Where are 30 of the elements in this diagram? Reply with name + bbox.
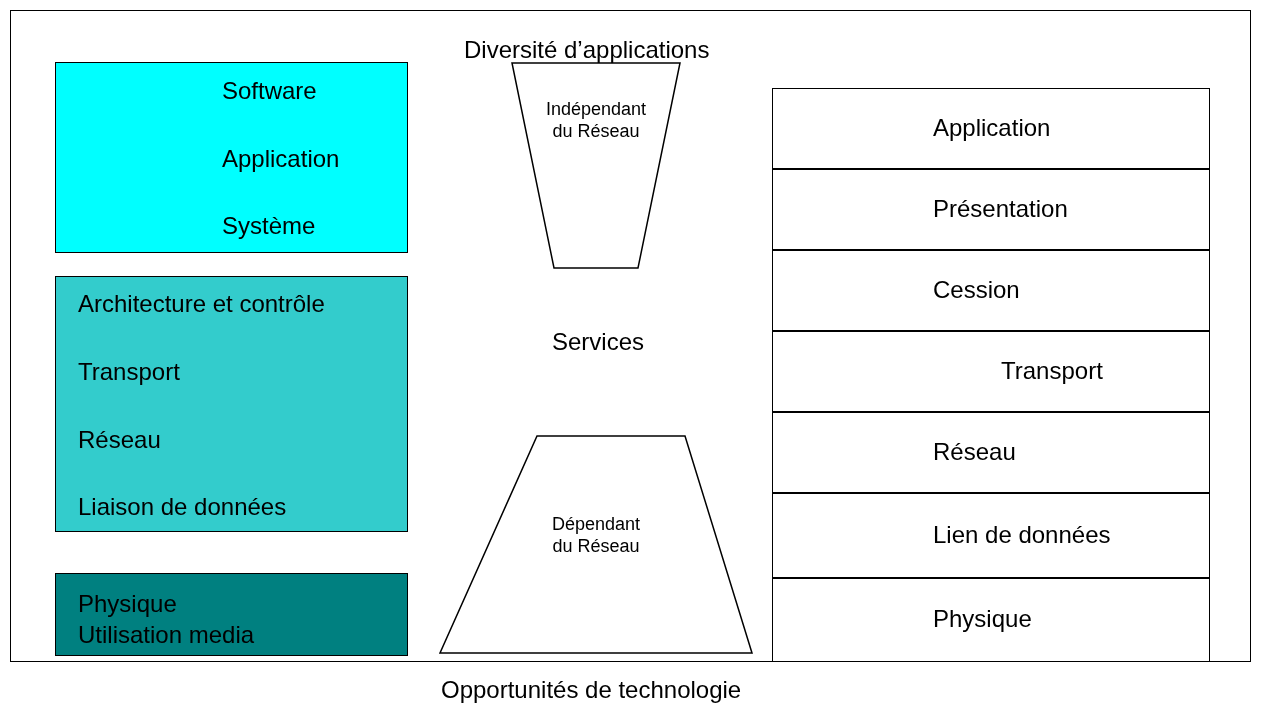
layer-label: Software	[222, 77, 317, 105]
layer-label: Lien de données	[933, 520, 1111, 549]
layer-box	[55, 62, 408, 253]
layer-label: Réseau	[933, 437, 1016, 466]
layer-label: Cession	[933, 275, 1020, 304]
layer-label: Réseau	[78, 426, 161, 454]
layer-box	[55, 573, 408, 656]
layer-label: Architecture et contrôle	[78, 290, 325, 318]
layer-label: Physique	[78, 590, 177, 618]
layer-label: Application	[933, 113, 1051, 142]
layer-box	[55, 276, 408, 532]
layer-row	[772, 493, 1210, 578]
layer-label: Utilisation media	[78, 621, 255, 649]
layer-label: Système	[222, 212, 316, 240]
diagram-label: Services	[552, 328, 645, 356]
trapezoid-label: Indépendant du Réseau	[544, 98, 648, 142]
layer-row	[772, 169, 1210, 250]
diagram-label: Diversité d’applications	[464, 36, 710, 64]
layer-row	[772, 250, 1210, 331]
layer-row	[772, 331, 1210, 412]
layer-row	[772, 88, 1210, 169]
layer-label: Application	[222, 145, 340, 173]
layer-label: Transport	[78, 358, 180, 386]
trapezoid-label: Dépendant du Réseau	[550, 513, 642, 557]
layer-row	[772, 578, 1210, 662]
layer-row	[772, 412, 1210, 493]
layer-label: Transport	[1001, 356, 1103, 385]
layer-label: Présentation	[933, 194, 1068, 223]
layer-label: Liaison de données	[78, 493, 287, 521]
layer-label: Physique	[933, 605, 1032, 633]
